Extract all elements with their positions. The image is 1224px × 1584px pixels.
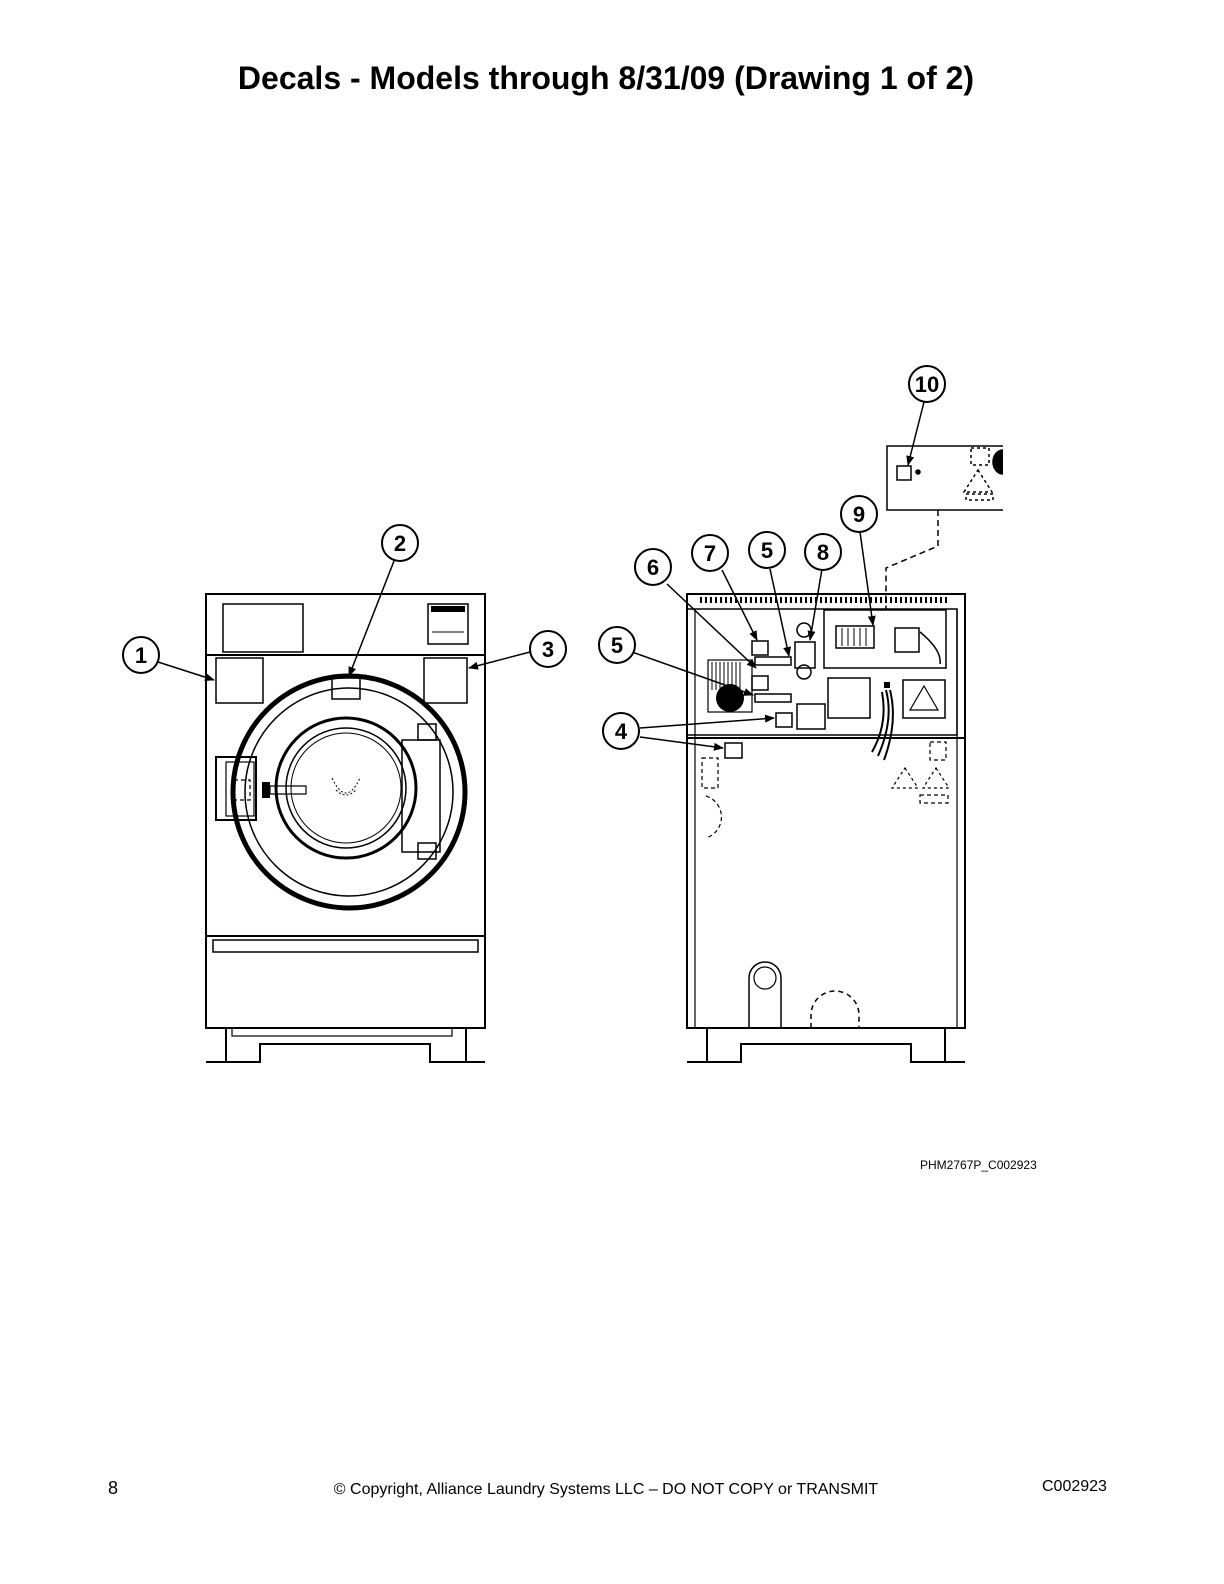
callout-5-lower-label: 5 [611,633,623,658]
callout-6-label: 6 [647,555,659,580]
callout-10-label: 10 [915,372,939,397]
document-code: C002923 [1042,1478,1107,1495]
callout-9-label: 9 [853,502,865,527]
callout-2-label: 2 [394,531,406,556]
leader-lines [157,401,925,751]
callout-6: 6 [634,548,672,586]
detail-panel [885,445,1004,610]
figure-id: PHM2767P_C002923 [920,1158,1037,1172]
page-number: 8 [108,1478,119,1498]
callout-3-label: 3 [542,637,554,662]
callout-5-upper: 5 [748,531,786,569]
callout-8: 8 [804,533,842,571]
callout-10: 10 [908,365,946,403]
callout-8-label: 8 [817,540,829,565]
callout-3: 3 [529,630,567,668]
callout-7: 7 [691,534,729,572]
copyright-notice: © Copyright, Alliance Laundry Systems LL… [333,1481,879,1498]
callout-4-label: 4 [615,719,628,744]
front-view-machine [205,593,486,1063]
callout-5-lower: 5 [598,626,636,664]
callout-2: 2 [381,524,419,562]
page-title: Decals - Models through 8/31/09 (Drawing… [237,60,975,96]
callout-7-label: 7 [704,541,716,566]
callout-4: 4 [602,712,640,750]
callout-5-upper-label: 5 [761,538,773,563]
rear-view-machine [686,593,966,1063]
callout-1: 1 [122,636,160,674]
callout-1-label: 1 [135,643,147,668]
callout-9: 9 [840,495,878,533]
